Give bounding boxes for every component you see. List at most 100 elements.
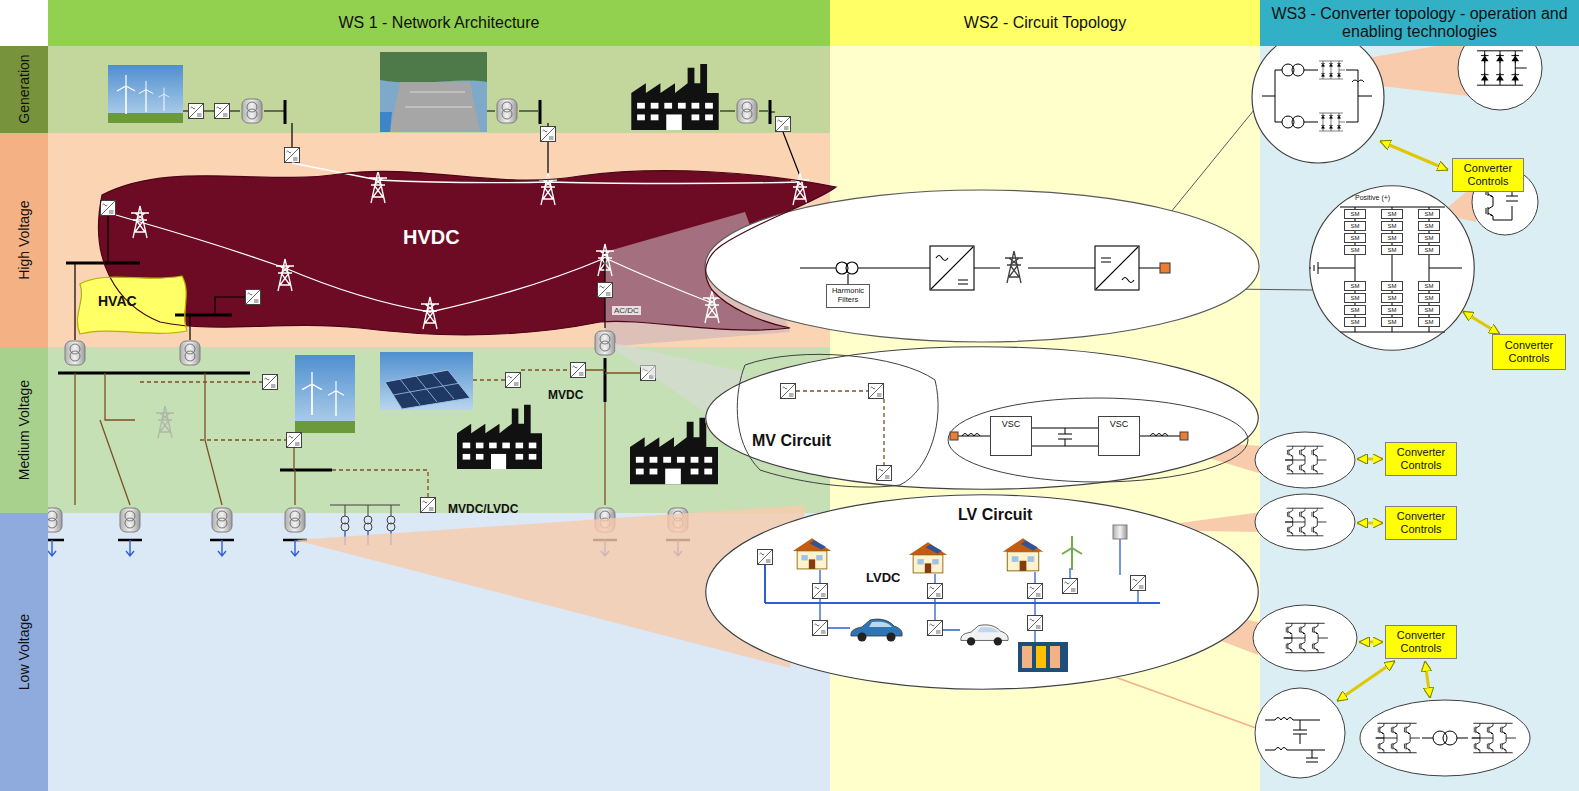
node-text: SM xyxy=(1351,235,1360,241)
node-text: SM xyxy=(1425,319,1434,325)
control-arrows xyxy=(1357,522,1383,525)
hv-circuit-zoom xyxy=(1096,247,1138,289)
busbar xyxy=(285,100,770,124)
node-text: Medium Voltage xyxy=(16,380,32,480)
mv-circuit-zoom-drawing xyxy=(1140,434,1180,437)
hvac-wires xyxy=(75,216,605,340)
harmonic-filter-box: Harmonic Filters xyxy=(826,284,870,308)
node-text: SM xyxy=(1425,235,1434,241)
node-text: Low Voltage xyxy=(16,614,32,690)
voltage-level-band: Generation xyxy=(0,46,48,133)
small-transformers xyxy=(330,505,400,531)
medium-voltage-row xyxy=(180,341,200,365)
hv-circuit-zoom xyxy=(930,246,974,290)
submodule-box: SM xyxy=(1344,317,1366,327)
node-text: Converter Controls xyxy=(1456,162,1520,187)
node-text: SM xyxy=(1388,223,1397,229)
mv-circuit-zoom-drawing xyxy=(737,354,938,487)
node-text: Converter Controls xyxy=(1389,510,1453,535)
converter-topologies xyxy=(1310,207,1462,332)
node-text: SM xyxy=(1425,307,1434,313)
hvdc-region: HVDC xyxy=(100,160,840,340)
mv-circuit-zoom-drawing xyxy=(705,346,1259,490)
mv-circuit-zoom-drawing xyxy=(1032,428,1098,446)
medium-voltage-row xyxy=(263,375,278,390)
generation-row xyxy=(776,117,791,132)
high-voltage-row xyxy=(246,290,261,305)
node-text: SM xyxy=(1351,283,1360,289)
medium-voltage-row xyxy=(630,418,718,484)
hv-circuit-zoom xyxy=(1095,246,1139,290)
node-text: SM xyxy=(1351,319,1360,325)
wind-farm-picture xyxy=(159,88,170,111)
node-text: SM xyxy=(1425,223,1434,229)
lv-circuit-zoom-drawing xyxy=(705,494,1259,690)
mvac-lines xyxy=(75,370,640,505)
node-text: SM xyxy=(1351,223,1360,229)
lv-circuit-zoom-drawing xyxy=(1028,616,1043,631)
hv-circuit-zoom xyxy=(931,247,973,289)
control-arrows xyxy=(1359,641,1383,644)
voltage-level-band: Low Voltage xyxy=(0,513,48,791)
network-label: LVDC xyxy=(866,571,900,586)
submodule-box: SM xyxy=(1344,281,1366,291)
node-text: Generation xyxy=(16,55,32,124)
lv-circuit-zoom-drawing xyxy=(928,621,943,636)
submodule-box: SM xyxy=(1418,209,1440,219)
converter-controls-box: Converter Controls xyxy=(1385,442,1457,476)
node-text: SM xyxy=(1425,247,1434,253)
submodule-box: SM xyxy=(1381,233,1403,243)
converter-topologies xyxy=(1262,70,1358,122)
hydro-dam-picture xyxy=(380,52,487,132)
converter-topologies xyxy=(1265,718,1325,763)
lv-circuit-zoom: LV Circuit xyxy=(705,494,1259,690)
mmc-zoom-circle: Positive (+) SM SM SM SM SM SM SM SM SM SM SM SM SM SM… xyxy=(1309,185,1475,351)
medium-voltage-row xyxy=(285,508,305,532)
converter-controls-box: Converter Controls xyxy=(1492,334,1566,370)
small-transformers xyxy=(387,523,395,531)
solar-picture xyxy=(393,373,460,405)
submodule-box: SM xyxy=(1381,317,1403,327)
node-text: Positive (+) xyxy=(1355,194,1390,202)
generation-row xyxy=(285,148,300,163)
node-text: WS3 - Converter topology - operation and… xyxy=(1263,5,1576,42)
node-text: SM xyxy=(1388,307,1397,313)
small-transformers xyxy=(341,523,349,531)
workstream-header: WS3 - Converter topology - operation and… xyxy=(1260,0,1579,46)
lv-circuit-zoom-drawing xyxy=(909,542,947,573)
converter-topologies xyxy=(1284,623,1328,652)
converter-topologies xyxy=(1292,64,1304,76)
lv-circuit-zoom-drawing xyxy=(1018,642,1068,672)
node-text: SM xyxy=(1425,295,1434,301)
submodule-box: SM xyxy=(1381,305,1403,315)
hv-circuit-zoom xyxy=(846,262,858,274)
lv-circuit-zoom-drawing xyxy=(1028,584,1043,599)
converter-topologies xyxy=(1255,494,1355,550)
submodule-box: SM xyxy=(1344,221,1366,231)
pylons xyxy=(421,297,439,329)
mvac-lines xyxy=(75,370,640,505)
control-arrows xyxy=(1337,141,1448,701)
control-arrows xyxy=(1425,661,1430,698)
node-text: LV Circuit xyxy=(958,506,1032,524)
hvdc-lines xyxy=(116,163,800,312)
mmc-zoom-circle-outline xyxy=(1310,186,1475,351)
node-text: WS2 - Circuit Topology xyxy=(964,14,1126,32)
lv-circuit-zoom-drawing xyxy=(1063,579,1078,594)
lv-circuit-zoom-drawing xyxy=(813,584,828,599)
background-bands xyxy=(0,0,48,46)
node-text: SM xyxy=(1351,247,1360,253)
generation-row xyxy=(108,52,800,178)
voltage-level-band: Medium Voltage xyxy=(0,347,48,513)
mv-wind-picture xyxy=(295,355,355,433)
solar-picture xyxy=(380,352,473,410)
lv-circuit-zoom-drawing xyxy=(765,565,1160,603)
submodule-box: SM xyxy=(1418,317,1440,327)
control-arrows xyxy=(1337,661,1395,701)
mv-wind-picture xyxy=(295,421,355,433)
lv-circuit-zoom-drawing xyxy=(961,625,1008,646)
lv-circuit-zoom-drawing xyxy=(793,538,831,569)
generation-row xyxy=(737,99,757,123)
generation-row xyxy=(215,104,230,119)
